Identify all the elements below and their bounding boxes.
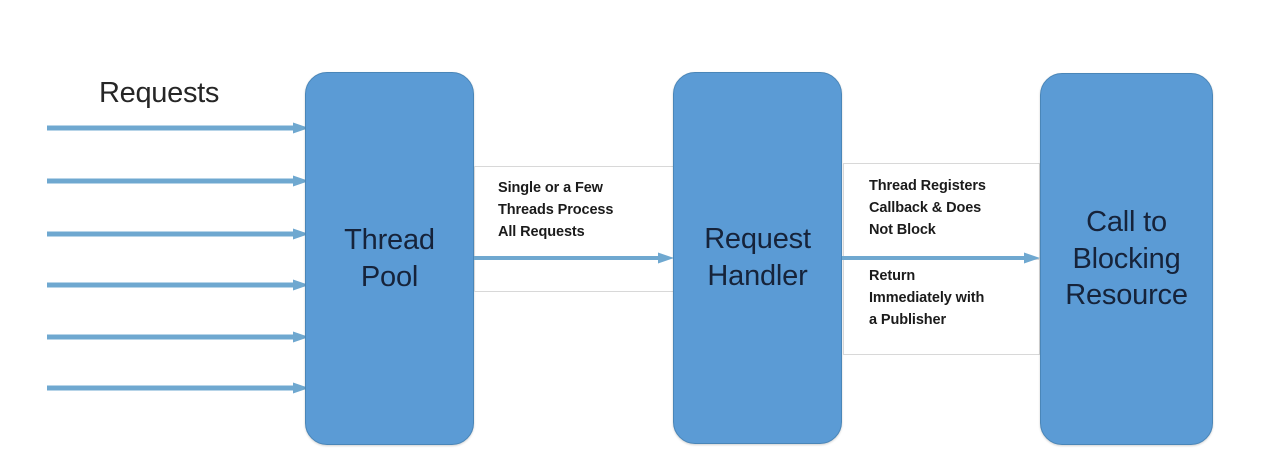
blocking-resource-label: Call to Blocking Resource bbox=[1065, 206, 1188, 312]
request-arrow-5 bbox=[47, 331, 311, 343]
thread-pool-label: Thread Pool bbox=[344, 223, 435, 293]
handler-to-resource-arrow bbox=[842, 252, 1042, 264]
requests-title-label: Requests bbox=[99, 77, 220, 109]
blocking-resource-box[interactable]: Call to Blocking Resource bbox=[1040, 73, 1213, 445]
thread-pool-box[interactable]: Thread Pool bbox=[305, 72, 474, 445]
threadpool-to-handler-arrow bbox=[474, 252, 676, 264]
request-handler-box[interactable]: Request Handler bbox=[673, 72, 842, 444]
request-arrow-1 bbox=[47, 122, 311, 134]
single-threads-label: Single or a Few Threads Process All Requ… bbox=[498, 180, 614, 240]
thread-registers-label: Thread Registers Callback & Does Not Blo… bbox=[869, 178, 986, 238]
request-arrow-4 bbox=[47, 279, 311, 291]
request-arrow-3 bbox=[47, 228, 311, 240]
request-arrow-2 bbox=[47, 175, 311, 187]
request-handler-label: Request Handler bbox=[704, 223, 811, 292]
request-arrow-6 bbox=[47, 382, 311, 394]
return-publisher-label: Return Immediately with a Publisher bbox=[869, 268, 985, 328]
